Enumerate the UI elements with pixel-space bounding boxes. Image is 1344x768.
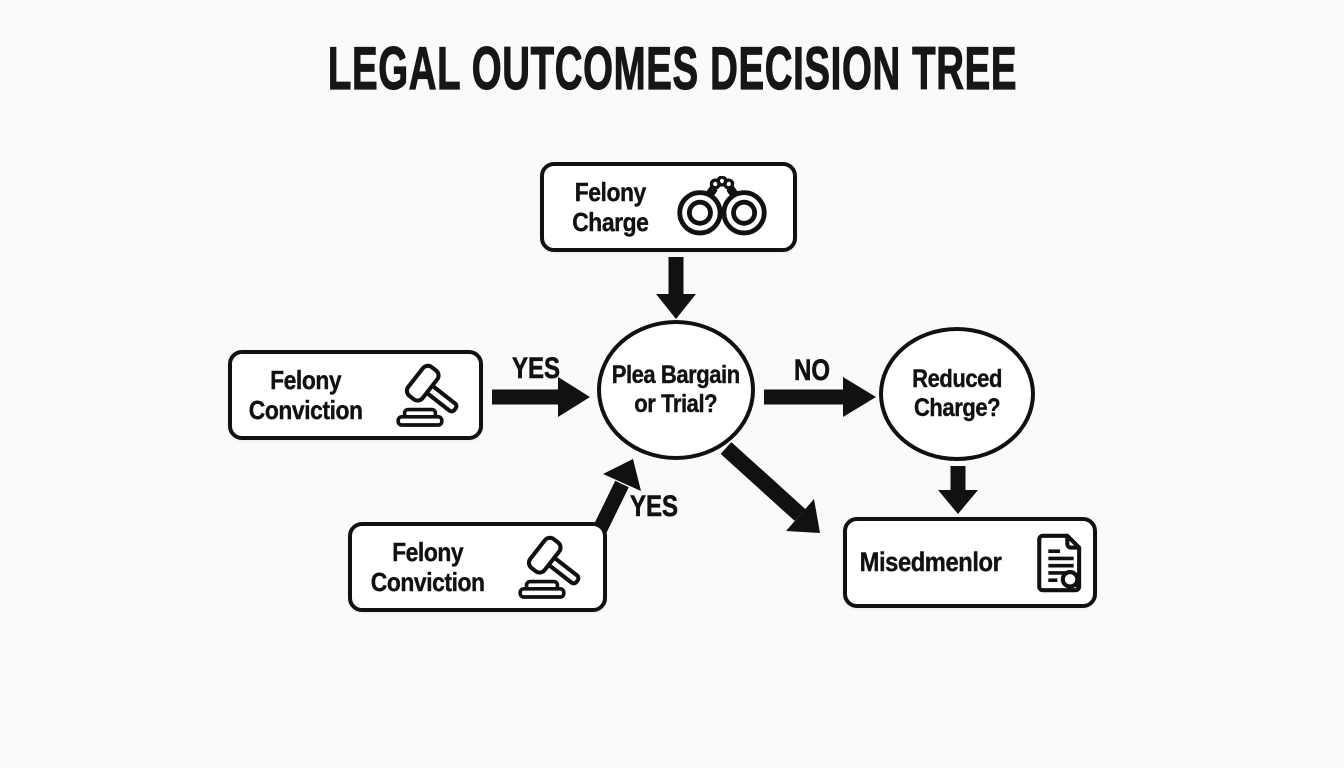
node-felony-conviction-bottom: Felony Conviction [348,522,607,612]
node-felony-conviction-bottom-label: Felony Conviction [370,536,485,598]
node-plea-bargain-label: Plea Bargain or Trial? [611,361,741,419]
arrow-reduced-to-misdemeanor [938,466,978,514]
node-reduced-charge-line2: Charge? [913,394,1001,422]
edge-label-yes-bottom: YES [630,490,679,524]
document-icon [1032,532,1090,594]
node-reduced-charge-label: Reduced Charge? [912,365,1003,423]
node-reduced-charge: Reduced Charge? [879,327,1035,461]
handcuffs-icon [674,176,770,238]
node-misdemeanor-label: Misedmenlor [860,546,1003,578]
node-plea-bargain-or-trial: Plea Bargain or Trial? [597,320,755,460]
node-plea-bargain-line2: or Trial? [634,390,718,418]
node-plea-bargain-line1: Plea Bargain [611,361,741,389]
node-felony-charge-label: Felony Charge [572,176,649,238]
node-felony-conviction-left-line1: Felony [269,364,342,395]
arrow-plea-to-misdemeanor [720,442,820,533]
arrow-felony-charge-to-plea [656,257,696,319]
node-felony-conviction-left-label: Felony Conviction [248,364,363,426]
node-felony-charge: Felony Charge [540,162,797,252]
edge-label-no-right: NO [794,354,830,388]
node-felony-conviction-left: Felony Conviction [228,350,483,440]
node-felony-conviction-bottom-line1: Felony [391,536,464,567]
node-reduced-charge-line1: Reduced [912,365,1003,393]
page-title: LEGAL OUTCOMES DECISION TREE [0,34,1344,103]
gavel-icon [512,532,592,602]
node-felony-conviction-bottom-line2: Conviction [370,567,485,597]
node-misdemeanor: Misedmenlor [843,517,1097,608]
node-felony-charge-line2: Charge [572,207,649,237]
edge-label-yes-left: YES [512,352,561,386]
node-felony-conviction-left-line2: Conviction [248,395,363,425]
node-misdemeanor-line1: Misedmenlor [860,546,1003,577]
gavel-icon [390,360,470,430]
page-title-text: LEGAL OUTCOMES DECISION TREE [327,34,1017,102]
node-felony-charge-line1: Felony [574,176,647,207]
